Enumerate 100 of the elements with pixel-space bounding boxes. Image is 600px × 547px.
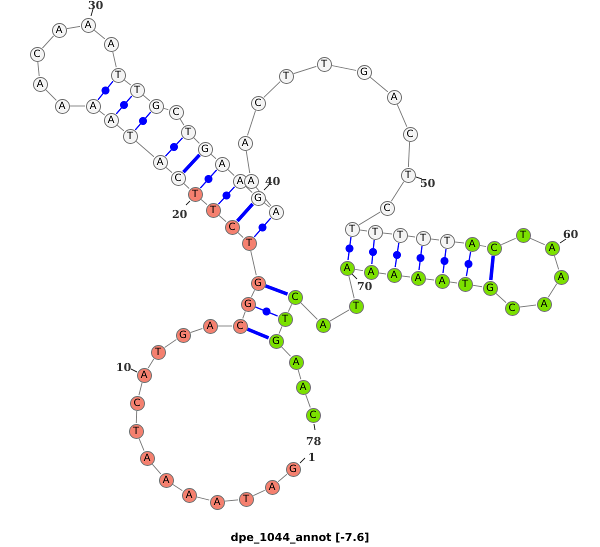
base-pair-line	[98, 80, 114, 100]
base-pair-line	[116, 96, 132, 114]
nucleotide-circle: T	[206, 202, 220, 218]
position-number: 20	[172, 209, 188, 221]
backbone-line	[98, 110, 106, 116]
backbone-line	[281, 346, 291, 357]
nucleotide-circle: A	[140, 450, 154, 466]
nucleotide-circle: A	[244, 174, 258, 188]
position-number: 78	[306, 436, 322, 448]
nucleotide-circle: A	[288, 354, 304, 370]
backbone-line	[164, 339, 177, 348]
backbone-line	[495, 292, 507, 304]
nucleotide-circle: T	[278, 312, 292, 326]
nucleotide-circle: A	[554, 270, 568, 284]
nucleotide-circle: C	[232, 318, 248, 334]
nucleotide-circle: G	[240, 296, 256, 312]
backbone-line	[263, 81, 281, 98]
backbone-line	[136, 410, 138, 424]
position-number: 70	[357, 281, 372, 293]
backbone-line	[519, 304, 537, 308]
backbone-line	[370, 76, 388, 92]
backbone-line	[148, 358, 154, 369]
nucleotide-circle: A	[264, 480, 280, 494]
nucleotide-circle: C	[224, 220, 240, 234]
nucleotide-circle: C	[250, 96, 266, 110]
nucleotide-circle: T	[400, 168, 416, 182]
backbone-line	[218, 214, 227, 222]
backbone-line	[45, 89, 57, 101]
nucleotide-circle: T	[122, 128, 138, 144]
nucleotide-circle: A	[104, 36, 118, 52]
position-number: 50	[420, 178, 436, 190]
backbone-line	[278, 326, 282, 334]
backbone-line	[172, 484, 183, 492]
backbone-line	[288, 304, 292, 312]
backbone-line	[378, 272, 387, 274]
nucleotide-circle: G	[250, 276, 266, 290]
nucleotide-circle: A	[434, 274, 450, 288]
backbone-line	[331, 65, 357, 71]
backbone-line	[382, 232, 393, 235]
nucleotide-circle: G	[286, 462, 300, 476]
nucleotide-circle: C	[168, 104, 184, 120]
nucleotide-circle: C	[306, 408, 320, 422]
nucleotide-circle: A	[410, 270, 426, 286]
nucleotide-circle: T	[316, 56, 332, 72]
backbone-line	[264, 202, 270, 208]
nucleotide-circle: A	[316, 318, 330, 332]
nucleotide-circle: T	[180, 124, 196, 140]
backbone-line	[407, 236, 416, 238]
backbone-line	[329, 310, 350, 322]
nucleotide-circle: A	[80, 18, 96, 32]
backbone-line	[472, 284, 483, 288]
nucleotide-circle: T	[392, 228, 408, 242]
base-pair-line	[254, 218, 272, 238]
nucleotide-circle: A	[54, 98, 70, 114]
backbone-line	[359, 230, 368, 232]
nucleotide-circle: A	[210, 494, 224, 510]
nucleotide-circle: A	[268, 204, 284, 220]
backbone-line	[237, 232, 244, 238]
base-pair-line	[466, 252, 472, 276]
backbone-line	[142, 94, 150, 102]
nucleotide-circle: A	[536, 296, 552, 312]
backbone-line	[252, 490, 266, 496]
backbone-line	[196, 496, 210, 501]
nucleotide-circle: A	[52, 22, 66, 38]
base-pair-line	[347, 236, 352, 260]
nucleotide-circle: T	[130, 82, 144, 98]
nucleotide-circle: A	[182, 488, 196, 502]
nucleotide-circle: A	[364, 264, 378, 280]
backbone-line	[66, 26, 81, 30]
base-pair-line	[200, 170, 218, 188]
backbone-line	[348, 275, 355, 299]
nucleotide-circle: A	[86, 98, 100, 114]
backbone-line	[242, 311, 246, 319]
nucleotide-circle: C	[402, 126, 418, 142]
nucleotide-circle: C	[504, 300, 520, 316]
nucleotide-circle: T	[458, 276, 472, 292]
nucleotide-circle: C	[130, 396, 144, 410]
backbone-line	[37, 61, 40, 77]
nucleotide-circle: G	[198, 142, 212, 156]
base-pair-line	[255, 306, 278, 317]
base-pair-line	[218, 186, 236, 205]
nucleotide-circle: A	[202, 318, 218, 334]
nucleotide-circle: T	[368, 224, 382, 240]
backbone-line	[300, 302, 318, 320]
nucleotide-circle: C	[30, 46, 44, 62]
nucleotide-circle: G	[482, 280, 498, 296]
position-number: 30	[88, 0, 104, 12]
backbone-line	[354, 268, 364, 272]
nucleotide-circle: A	[238, 136, 252, 150]
backbone-line	[454, 241, 465, 244]
base-pair-line	[182, 154, 201, 174]
backbone-line	[256, 186, 272, 206]
backbone-line	[112, 51, 117, 68]
nucleotide-circle: A	[386, 268, 402, 282]
backbone-line	[200, 198, 208, 206]
backbone-line	[430, 238, 440, 240]
nucleotide-circle: A	[214, 156, 230, 172]
backbone-line	[479, 244, 487, 248]
nucleotide-circle: T	[188, 186, 202, 202]
nucleotide-circle: A	[32, 76, 48, 92]
